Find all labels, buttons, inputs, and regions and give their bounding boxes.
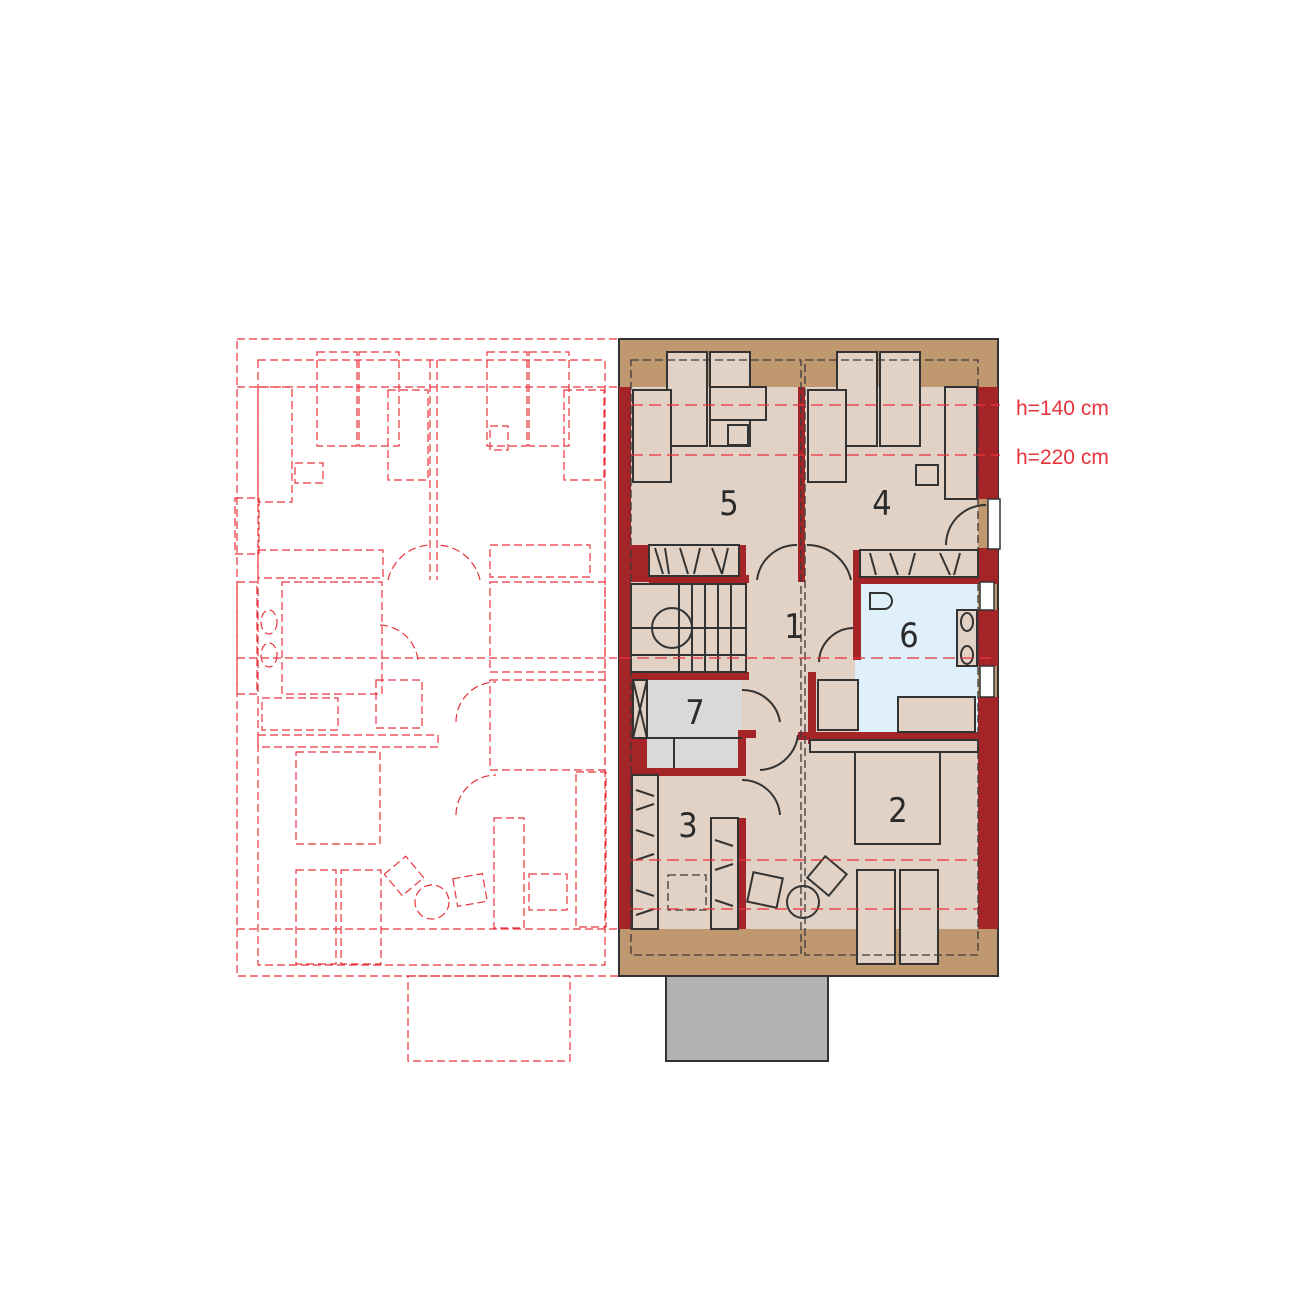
window xyxy=(987,498,1001,550)
bed xyxy=(807,389,847,483)
walls xyxy=(619,387,998,929)
room-number-1: 1 xyxy=(784,607,803,647)
window xyxy=(979,665,995,698)
attic-floor xyxy=(618,338,1001,1062)
room-number-7: 7 xyxy=(685,693,704,733)
height-label-220: h=220 cm xyxy=(1016,446,1109,469)
room-number-3: 3 xyxy=(678,806,697,846)
bed xyxy=(632,389,672,483)
furniture xyxy=(630,351,987,965)
storage-floor xyxy=(647,678,742,768)
window xyxy=(979,581,995,611)
terrace xyxy=(665,975,829,1062)
room-number-4: 4 xyxy=(872,484,891,524)
room-number-6: 6 xyxy=(899,616,918,656)
room-number-2: 2 xyxy=(888,791,907,831)
room-number-5: 5 xyxy=(719,484,738,524)
armchair xyxy=(805,854,849,898)
double-bed xyxy=(854,751,941,845)
ground-floor-overlay xyxy=(234,338,620,1062)
height-label-140: h=140 cm xyxy=(1016,397,1109,420)
armchair xyxy=(746,871,784,909)
